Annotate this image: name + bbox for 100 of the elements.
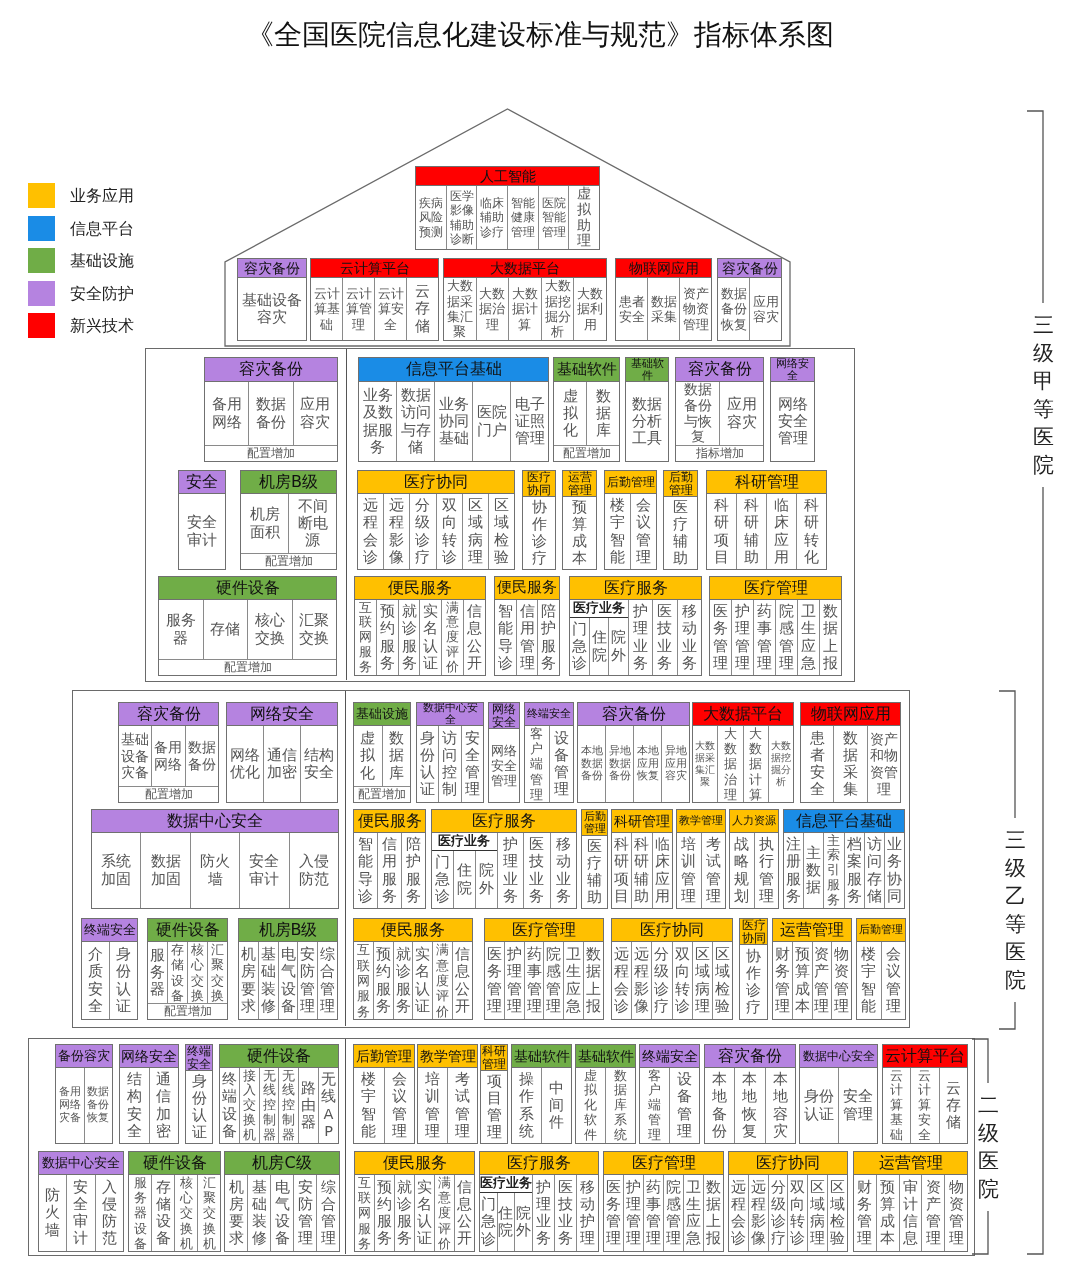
indicator-cell: 实名认证 (412, 942, 433, 1019)
indicator-cell: 智能健康管理 (507, 186, 538, 249)
indicator-group (562, 470, 597, 570)
indicator-group (185, 1044, 213, 1144)
indicator-cell: 实名认证 (419, 600, 442, 675)
indicator-cell: 门急诊 (480, 1193, 497, 1251)
indicator-group (226, 702, 338, 803)
indicator-group (770, 357, 815, 462)
indicator-cell: 预算成本 (791, 942, 812, 1019)
indicator-cell: 服务器 (148, 942, 167, 1003)
indicator-cell: 存储 (202, 600, 247, 659)
category-header: 容灾备份 (238, 259, 306, 278)
indicator-cell: 身份认证 (417, 726, 439, 802)
category-header: 硬件设备 (220, 1045, 338, 1068)
indicator-cell: 医务管理 (710, 600, 731, 675)
indicator-cell: 移动业务 (549, 833, 576, 908)
indicator-cell: 大数据采集汇聚 (693, 726, 718, 802)
indicator-group (240, 470, 337, 570)
subgroup-label: 医疗业务 (480, 1175, 532, 1193)
indicator-cell: 身份认证 (186, 1071, 212, 1143)
indicator-cell: 医院门户 (472, 382, 510, 461)
category-header: 终端安全 (186, 1045, 212, 1071)
indicator-cell: 应用容灾 (292, 382, 337, 445)
legend-label: 新兴技术 (70, 315, 134, 337)
category-header: 物联网应用 (801, 703, 900, 726)
indicator-cell: 服务器设备 (129, 1175, 151, 1251)
indicator-cell: 数据库 (381, 726, 410, 786)
indicator-cell: 备用网络 (205, 382, 249, 445)
indicator-cell: 远程影像 (631, 942, 652, 1019)
indicator-cell: 本地恢复 (734, 1068, 765, 1143)
indicator-group (238, 918, 338, 1020)
indicator-group (353, 809, 426, 909)
indicator-group (38, 1151, 124, 1252)
indicator-group (569, 576, 702, 676)
category-header: 安全 (179, 471, 225, 494)
indicator-cell: 安全管理 (460, 726, 483, 802)
indicator-cell: 科研辅助 (631, 833, 652, 908)
category-header: 物联网应用 (616, 259, 711, 278)
indicator-cell: 存储设备 (151, 1175, 174, 1251)
indicator-cell: 分级诊疗 (767, 1175, 788, 1251)
indicator-cell: 云计算安全 (910, 1068, 939, 1143)
indicator-cell: 科研转化 (796, 494, 826, 569)
indicator-cell: 云计算管理 (342, 278, 374, 340)
indicator-cell: 卫生应急 (797, 600, 819, 675)
indicator-cell: 移动护理 (575, 1175, 598, 1251)
indicator-cell: 电气设备 (270, 1175, 293, 1251)
indicator-cell: 住院 (496, 1193, 514, 1251)
indicator-cell: 疾病风险预测 (416, 186, 446, 249)
category-header: 运营管理 (563, 471, 596, 497)
indicator-cell: 数据分析工具 (626, 382, 668, 461)
category-header: 网络安全 (120, 1045, 178, 1068)
indicator-group (237, 258, 307, 341)
category-header: 后勤管理 (354, 1045, 414, 1068)
indicator-group (729, 809, 779, 909)
indicator-group (882, 1044, 968, 1144)
indicator-group (553, 357, 620, 462)
indicator-group (603, 1151, 724, 1252)
subgroup-panel (432, 833, 497, 908)
category-header: 医疗服务 (570, 577, 701, 600)
indicator-group (611, 918, 733, 1020)
indicator-cell: 远程会诊 (358, 494, 384, 569)
subgroup-label: 医疗业务 (570, 600, 628, 618)
indicator-group (739, 918, 768, 1020)
indicator-cell: 防火墙 (189, 833, 240, 908)
legend-label: 信息平台 (70, 217, 134, 240)
indicator-cell: 访问控制 (438, 726, 461, 802)
indicator-cell: 院感管理 (543, 942, 564, 1019)
indicator-group (575, 1044, 636, 1144)
indicator-cell: 基础设备容灾 (238, 278, 306, 340)
category-header: 科研管理 (707, 471, 826, 494)
indicator-cell: 电子证照管理 (510, 382, 548, 461)
indicator-cell: 陪护服务 (401, 833, 425, 908)
indicator-cell: 虚拟助理 (568, 186, 600, 249)
indicator-group (692, 702, 794, 803)
indicator-cell: 协作诊疗 (523, 497, 555, 569)
category-header: 医疗协同 (523, 471, 555, 497)
indicator-group (81, 918, 138, 1020)
category-header: 容灾备份 (578, 703, 689, 726)
indicator-cell: 医学影像辅助诊断 (445, 186, 477, 249)
indicator-cell: 档案服务 (843, 833, 864, 908)
indicator-cell: 防火墙 (39, 1175, 67, 1251)
category-header: 基础软件 (512, 1045, 571, 1068)
indicator-cell: 分级诊疗 (409, 494, 436, 569)
indicator-group (604, 470, 657, 570)
indicator-group (358, 357, 549, 462)
indicator-cell: 本地备份 (705, 1068, 735, 1143)
indicator-cell: 预约服务 (374, 1175, 394, 1251)
indicator-cell: 数据上报 (819, 600, 841, 675)
indicator-cell: 应用容灾 (749, 278, 781, 340)
category-header: 后勤管理 (605, 471, 656, 494)
indicator-group (709, 576, 842, 676)
category-header: 医疗协同 (740, 919, 767, 945)
indicator-cell: 物资管理 (944, 1175, 967, 1251)
indicator-cell: 数据访问与存储 (396, 382, 434, 461)
category-header: 基础软件 (554, 358, 619, 382)
indicator-cell: 分级诊疗 (651, 942, 672, 1019)
category-header: 信息平台基础 (784, 810, 904, 833)
indicator-group (625, 357, 669, 462)
indicator-group (676, 809, 726, 909)
indicator-cell: 院感管理 (775, 600, 797, 675)
